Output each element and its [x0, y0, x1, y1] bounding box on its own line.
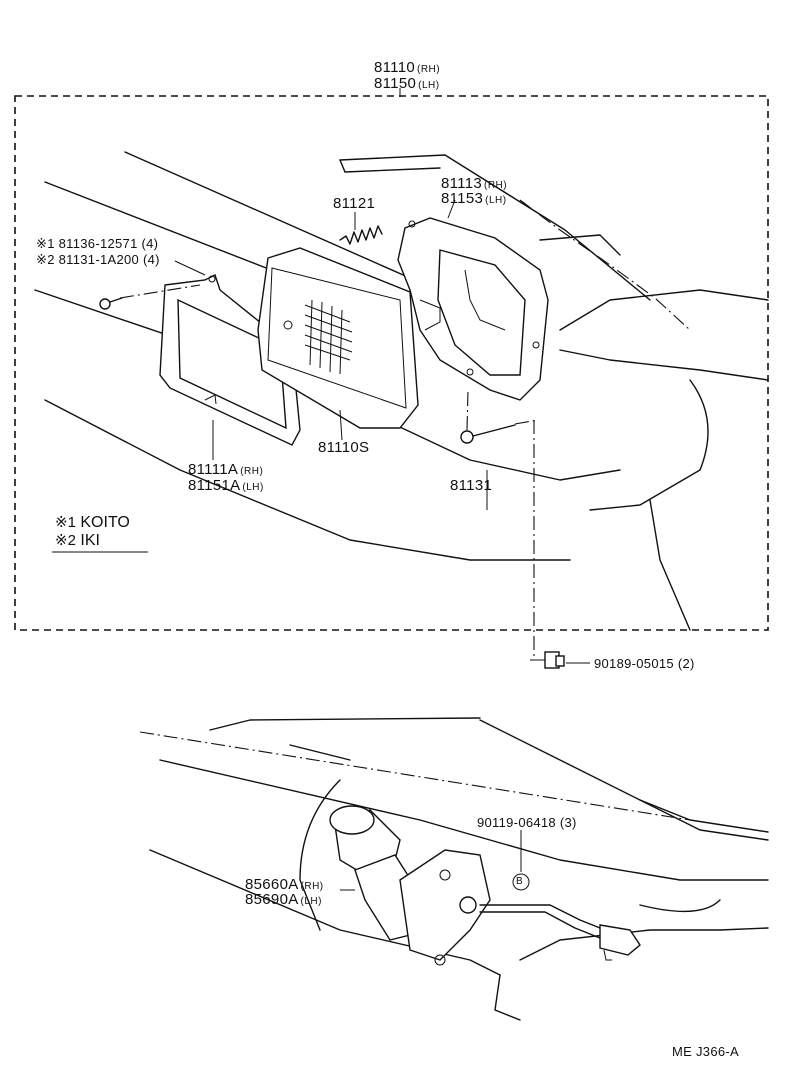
- label-callout-b: B: [516, 876, 523, 887]
- label-retainer-rh: 81111A(RH): [188, 461, 264, 478]
- label-spring: 81121: [333, 195, 376, 212]
- label-clip-nut: 90189-05015 (2): [594, 656, 695, 671]
- label-retainer-lh: 81151A(LH): [188, 477, 264, 494]
- leader-lines-lower: [340, 830, 522, 891]
- assembly-boundary: [14, 95, 769, 631]
- note-iki: ※2 IKI: [55, 532, 100, 549]
- label-housing-rh: 81113(RH): [441, 175, 508, 192]
- retainer-screw: [99, 284, 201, 310]
- note-koito: ※1 KOITO: [55, 514, 130, 531]
- label-motor-lh: 85690A(LH): [245, 891, 322, 908]
- callout-b-circle: [512, 873, 530, 891]
- label-sealed-beam: 81110S: [318, 439, 370, 456]
- label-screw-koito: ※1 81136-12571 (4): [36, 236, 159, 251]
- sealed-beam-lamp: [257, 247, 419, 429]
- leveling-motor: [329, 805, 641, 966]
- adjusting-spring: [339, 225, 383, 245]
- page-code: ME J366-A: [672, 1044, 740, 1059]
- leader-lines-upper: [52, 199, 488, 553]
- label-screw-iki: ※2 81131-1A200 (4): [36, 252, 160, 267]
- label-aim-screw: 81131: [450, 477, 493, 494]
- aim-screw-81131: [460, 389, 539, 444]
- label-motor-rh: 85660A(RH): [245, 876, 324, 893]
- label-headlamp-assy-lh: 81150(LH): [374, 75, 440, 92]
- clip-nut: [530, 651, 590, 669]
- headlamp-housing: [397, 217, 549, 401]
- label-housing-lh: 81153(LH): [441, 190, 507, 207]
- body-outline-lower: [139, 717, 769, 1021]
- label-headlamp-assy: 81110(RH): [374, 59, 441, 76]
- label-bolt: 90119-06418 (3): [477, 815, 577, 830]
